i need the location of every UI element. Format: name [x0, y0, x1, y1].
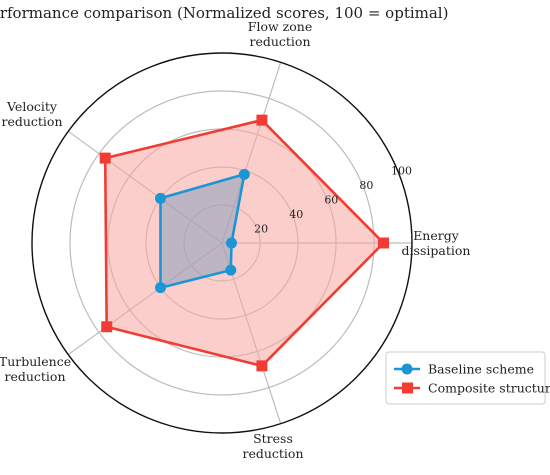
- tick-label-60: 60: [324, 193, 338, 206]
- series-fill-1: [160, 174, 245, 288]
- series-2-point-2: [256, 114, 268, 126]
- series-1-point-4: [155, 282, 167, 294]
- tick-label-80: 80: [359, 179, 373, 192]
- series-1-point-5: [225, 264, 237, 276]
- legend-marker-2: [402, 382, 413, 394]
- legend-box: [385, 351, 546, 405]
- series-1-point-1: [226, 237, 237, 249]
- series-1-point-3: [155, 192, 167, 204]
- axis-label-2-line2: reduction: [249, 34, 310, 49]
- series-2-point-3: [99, 152, 111, 164]
- axis-label-5-line2: reduction: [242, 446, 303, 461]
- axis-label-5-line1: Stress: [253, 431, 293, 446]
- axis-label-4-line1: Turbulence: [0, 354, 71, 369]
- series-2-point-4: [101, 321, 113, 333]
- series-line-2: [103, 118, 385, 368]
- tick-label-20: 20: [254, 222, 268, 235]
- axis-label-3-line1: Velocity: [6, 99, 58, 114]
- legend-marker-1: [401, 363, 413, 375]
- series-fill-2: [105, 120, 384, 366]
- outer-frame: [31, 52, 413, 434]
- series-layer: [99, 114, 389, 372]
- chart-title: Performance comparison (Normalized score…: [0, 4, 448, 22]
- axis-label-2-line1: Flow zone: [248, 19, 312, 34]
- axis-label-3-line2: reduction: [1, 114, 62, 129]
- tick-label-100: 100: [391, 164, 412, 177]
- axis-label-4-line2: reduction: [4, 369, 65, 384]
- series-1-point-2: [238, 168, 250, 180]
- radial-ticks: 20 40 60 80 100: [254, 164, 412, 235]
- axis-label-1-line2: dissipation: [402, 243, 471, 258]
- axis-label-1-line1: Energy: [413, 228, 460, 243]
- series-2-point-1: [378, 237, 389, 249]
- legend-label-1: Baseline scheme: [428, 362, 534, 377]
- series-2-point-5: [256, 360, 268, 372]
- tick-label-40: 40: [289, 208, 303, 221]
- legend-label-2: Composite structure: [428, 381, 550, 396]
